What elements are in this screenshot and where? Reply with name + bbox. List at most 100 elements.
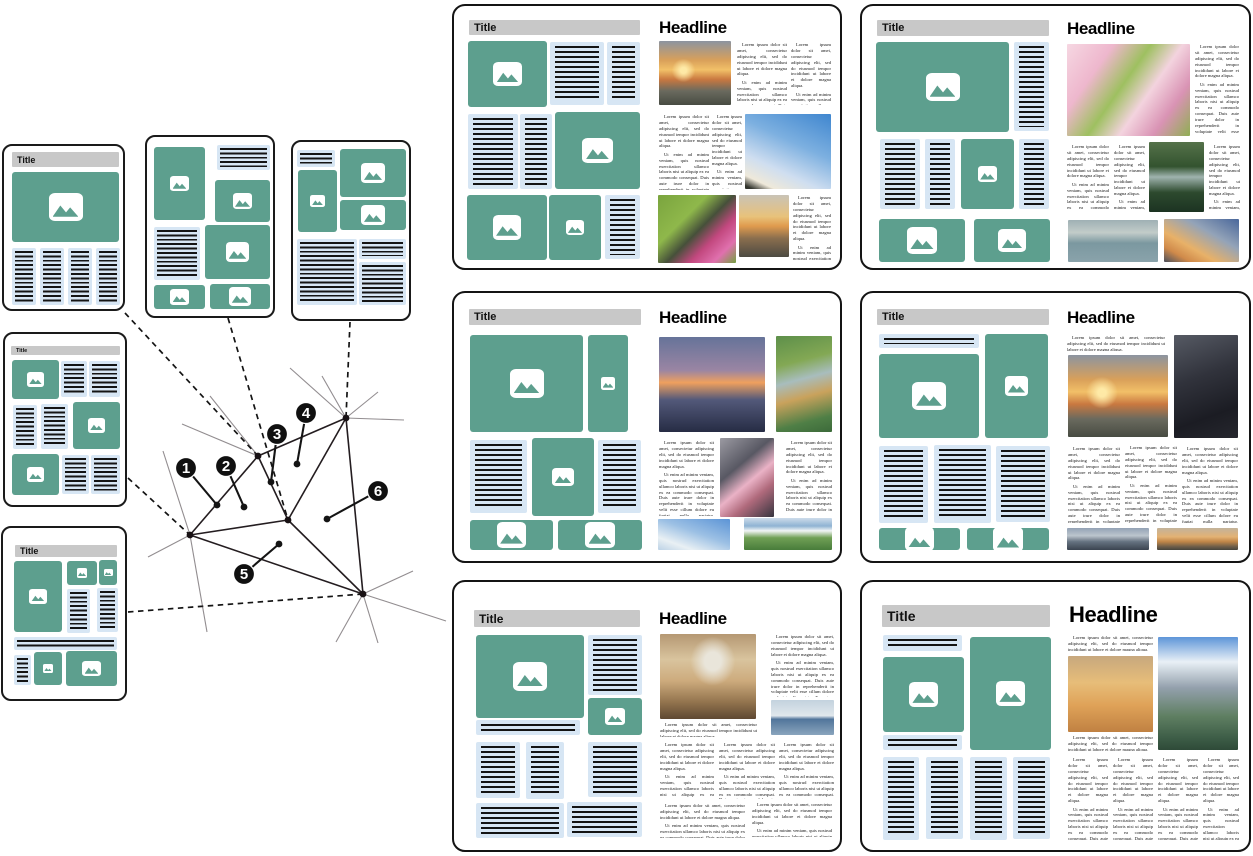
image-icon (27, 372, 44, 387)
text-block (926, 757, 963, 839)
text-block (883, 735, 962, 750)
image-placeholder (974, 219, 1050, 262)
text-block (879, 446, 928, 523)
text-column: Lorem ipsum dolor sit amet, consectetur … (660, 803, 745, 838)
text-column: Lorem ipsum dolor sit amet, consectetur … (1158, 757, 1198, 840)
image-icon (582, 137, 613, 164)
layout-template-3 (291, 140, 411, 321)
image-placeholder (67, 561, 97, 585)
text-block (476, 742, 520, 798)
text-block (359, 262, 406, 305)
text-column: Lorem ipsum dolor sit amet, consectetur … (1203, 757, 1239, 840)
image-icon (1005, 376, 1028, 396)
text-column: Lorem ipsum dolor sit amet, consectetur … (1182, 446, 1238, 523)
intro-text: Lorem ipsum dolor sit amet, consectetur … (1068, 735, 1153, 751)
text-block (67, 589, 90, 633)
text-block (13, 405, 37, 449)
svg-text:5: 5 (240, 566, 248, 583)
photo-temple-roof-eaves (1174, 335, 1238, 438)
text-block (1019, 139, 1049, 209)
image-icon (912, 381, 946, 411)
image-icon (225, 242, 250, 262)
text-column: Lorem ipsum dolor sit amet, consectetur … (1114, 144, 1145, 212)
text-block (14, 637, 117, 650)
image-icon (906, 227, 938, 254)
text-block (925, 139, 955, 209)
text-block (1014, 42, 1049, 131)
text-column: Lorem ipsum dolor sit amet, consectetur … (752, 802, 832, 837)
image-icon (925, 72, 960, 102)
text-column: Lorem ipsum dolor sit amet, consectetur … (1209, 144, 1240, 212)
image-placeholder (470, 335, 583, 432)
image-placeholder (34, 652, 62, 685)
image-placeholder (879, 354, 979, 438)
image-placeholder (340, 149, 406, 197)
sample-node-3: 3 (265, 422, 289, 446)
text-block (96, 248, 120, 305)
title-label: Title (887, 608, 916, 624)
svg-text:4: 4 (302, 405, 311, 422)
image-icon (29, 589, 47, 604)
headline: Headline (659, 609, 727, 628)
mesh-edges (189, 417, 364, 595)
text-block (476, 720, 580, 735)
image-icon (565, 219, 585, 236)
headline: Headline (659, 18, 727, 37)
title-bar: Title (469, 20, 640, 35)
photo-desert-fortress-archway (660, 634, 756, 719)
text-block (62, 455, 89, 494)
image-icon (904, 526, 935, 552)
generated-spread-5: Title Headline Lorem ipsum dolor sit ame… (452, 580, 842, 852)
image-placeholder (154, 285, 205, 309)
photo-desert-dunes (1068, 656, 1153, 732)
headline: Headline (659, 308, 727, 327)
layout-template-5: Title (1, 526, 127, 701)
sample-node-1: 1 (174, 456, 198, 480)
text-block (607, 42, 640, 105)
text-block (883, 635, 962, 651)
text-column: Lorem ipsum dolor sit amet, consectetur … (737, 42, 787, 105)
text-column: Lorem ipsum dolor sit amet, consectetur … (1068, 446, 1120, 523)
photo-lake-with-boat (1068, 220, 1158, 262)
title-bar: Title (469, 309, 641, 325)
text-column: Lorem ipsum dolor sit amet, consectetur … (1068, 757, 1108, 840)
image-placeholder (588, 335, 628, 432)
image-icon (310, 195, 325, 207)
text-block (567, 802, 642, 837)
title-label: Title (882, 311, 905, 323)
title-label: Title (17, 154, 36, 165)
headline: Headline (1067, 308, 1135, 327)
image-placeholder (883, 657, 964, 732)
image-placeholder (215, 180, 270, 222)
text-column: Lorem ipsum dolor sit amet, consectetur … (793, 195, 831, 261)
image-placeholder (12, 454, 59, 495)
headline: Headline (1069, 602, 1158, 627)
sample-node-6: 6 (366, 479, 390, 503)
intro-text: Lorem ipsum dolor sit amet, consectetur … (1067, 335, 1165, 351)
text-column: Lorem ipsum dolor sit amet, consectetur … (719, 742, 775, 799)
photo-butterfly-on-pink-flowers (658, 195, 736, 263)
text-column: Lorem ipsum dolor sit amet, consectetur … (660, 742, 714, 798)
image-icon (513, 662, 547, 691)
text-block (520, 114, 552, 189)
image-placeholder (467, 195, 547, 260)
text-block (996, 446, 1050, 522)
text-column: Lorem ipsum dolor sit amet, consectetur … (1067, 144, 1109, 212)
title-label: Title (474, 21, 497, 34)
image-icon (998, 228, 1026, 253)
text-block (879, 334, 979, 348)
image-icon (908, 682, 939, 707)
photo-rocky-mountain-peaks (1158, 637, 1238, 750)
image-icon (605, 708, 625, 725)
text-block (41, 404, 68, 449)
sample-dots (213, 460, 331, 548)
text-block (880, 139, 920, 209)
image-placeholder (532, 438, 594, 516)
headline: Headline (1067, 19, 1135, 38)
text-column: Lorem ipsum dolor sit amet, consectetur … (771, 634, 834, 697)
photo-sky-with-clouds (658, 519, 730, 550)
photo-blue-sky-with-contrail (745, 114, 831, 189)
title-bar: Title (474, 610, 640, 627)
text-block (934, 445, 991, 523)
